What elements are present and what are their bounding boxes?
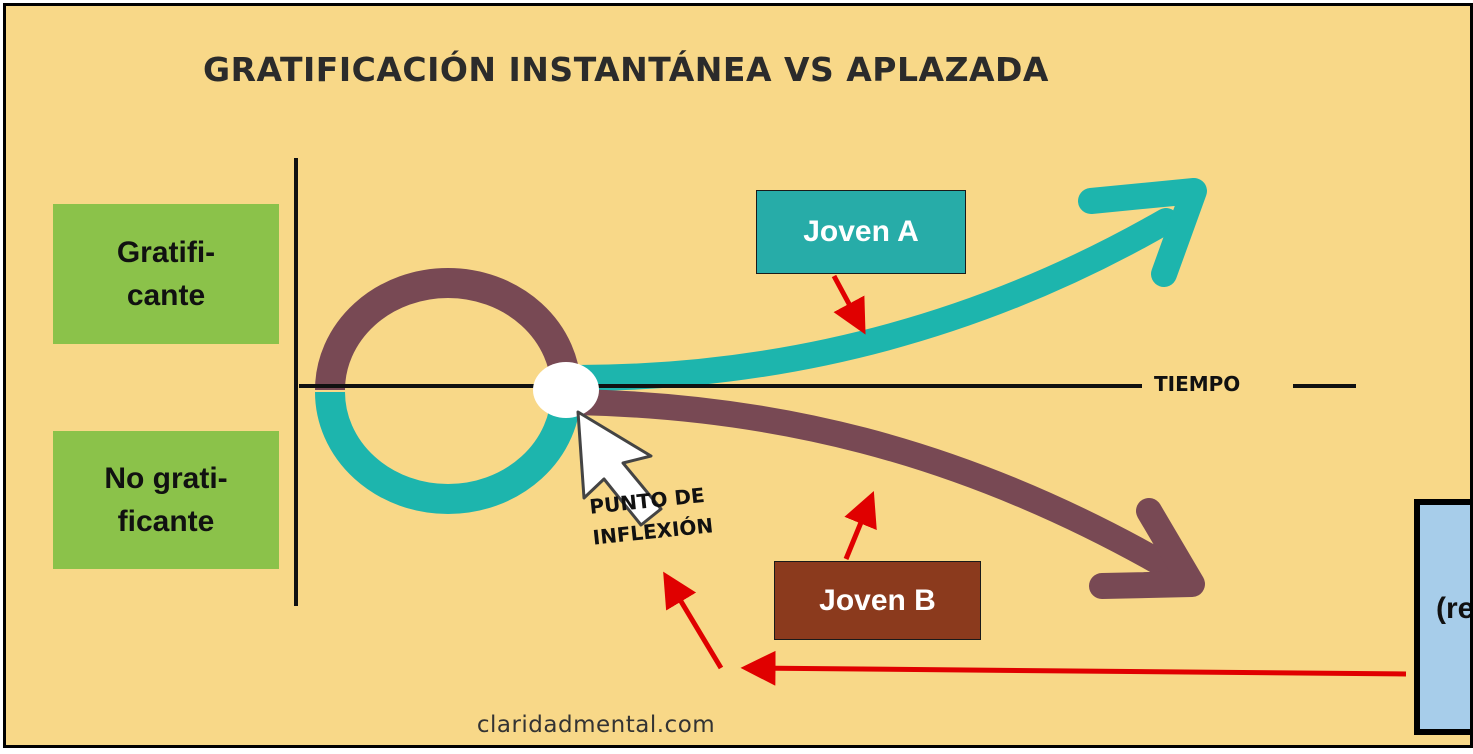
label-joven-a: Joven A	[756, 190, 966, 274]
label-punto-de-inflexion: PUNTO DE INFLEXIÓN	[588, 479, 715, 553]
red-arrow-inflection	[663, 571, 724, 670]
curve-joven-b	[563, 389, 1179, 579]
inflection-point	[533, 362, 599, 418]
curve-joven-a	[563, 208, 1179, 391]
diagram-title: GRATIFICACIÓN INSTANTÁNEA VS APLAZADA	[203, 50, 1049, 89]
axis-label-tiempo: TIEMPO	[1154, 372, 1241, 396]
cut-off-box-text: (re	[1436, 592, 1473, 625]
red-arrow-joven-a	[831, 274, 866, 335]
watermark: claridadmental.com	[476, 712, 716, 738]
diagram-canvas	[294, 158, 1407, 686]
label-gratificante: Gratifi- cante	[53, 204, 279, 344]
loop-top-brown	[315, 268, 581, 391]
cursor-pointer-icon	[576, 410, 663, 527]
red-arrow-joven-b	[843, 491, 877, 560]
cut-off-info-box: (re	[1414, 499, 1473, 735]
loop-bottom-teal	[315, 391, 581, 514]
arrowhead-joven-b	[1089, 498, 1205, 599]
label-joven-b: Joven B	[774, 561, 981, 640]
diagram-frame: GRATIFICACIÓN INSTANTÁNEA VS APLAZADA	[3, 3, 1473, 748]
label-no-gratificante: No grati- ficante	[53, 431, 279, 569]
red-arrow-from-box	[740, 650, 1407, 686]
arrowhead-joven-a	[1078, 178, 1207, 287]
